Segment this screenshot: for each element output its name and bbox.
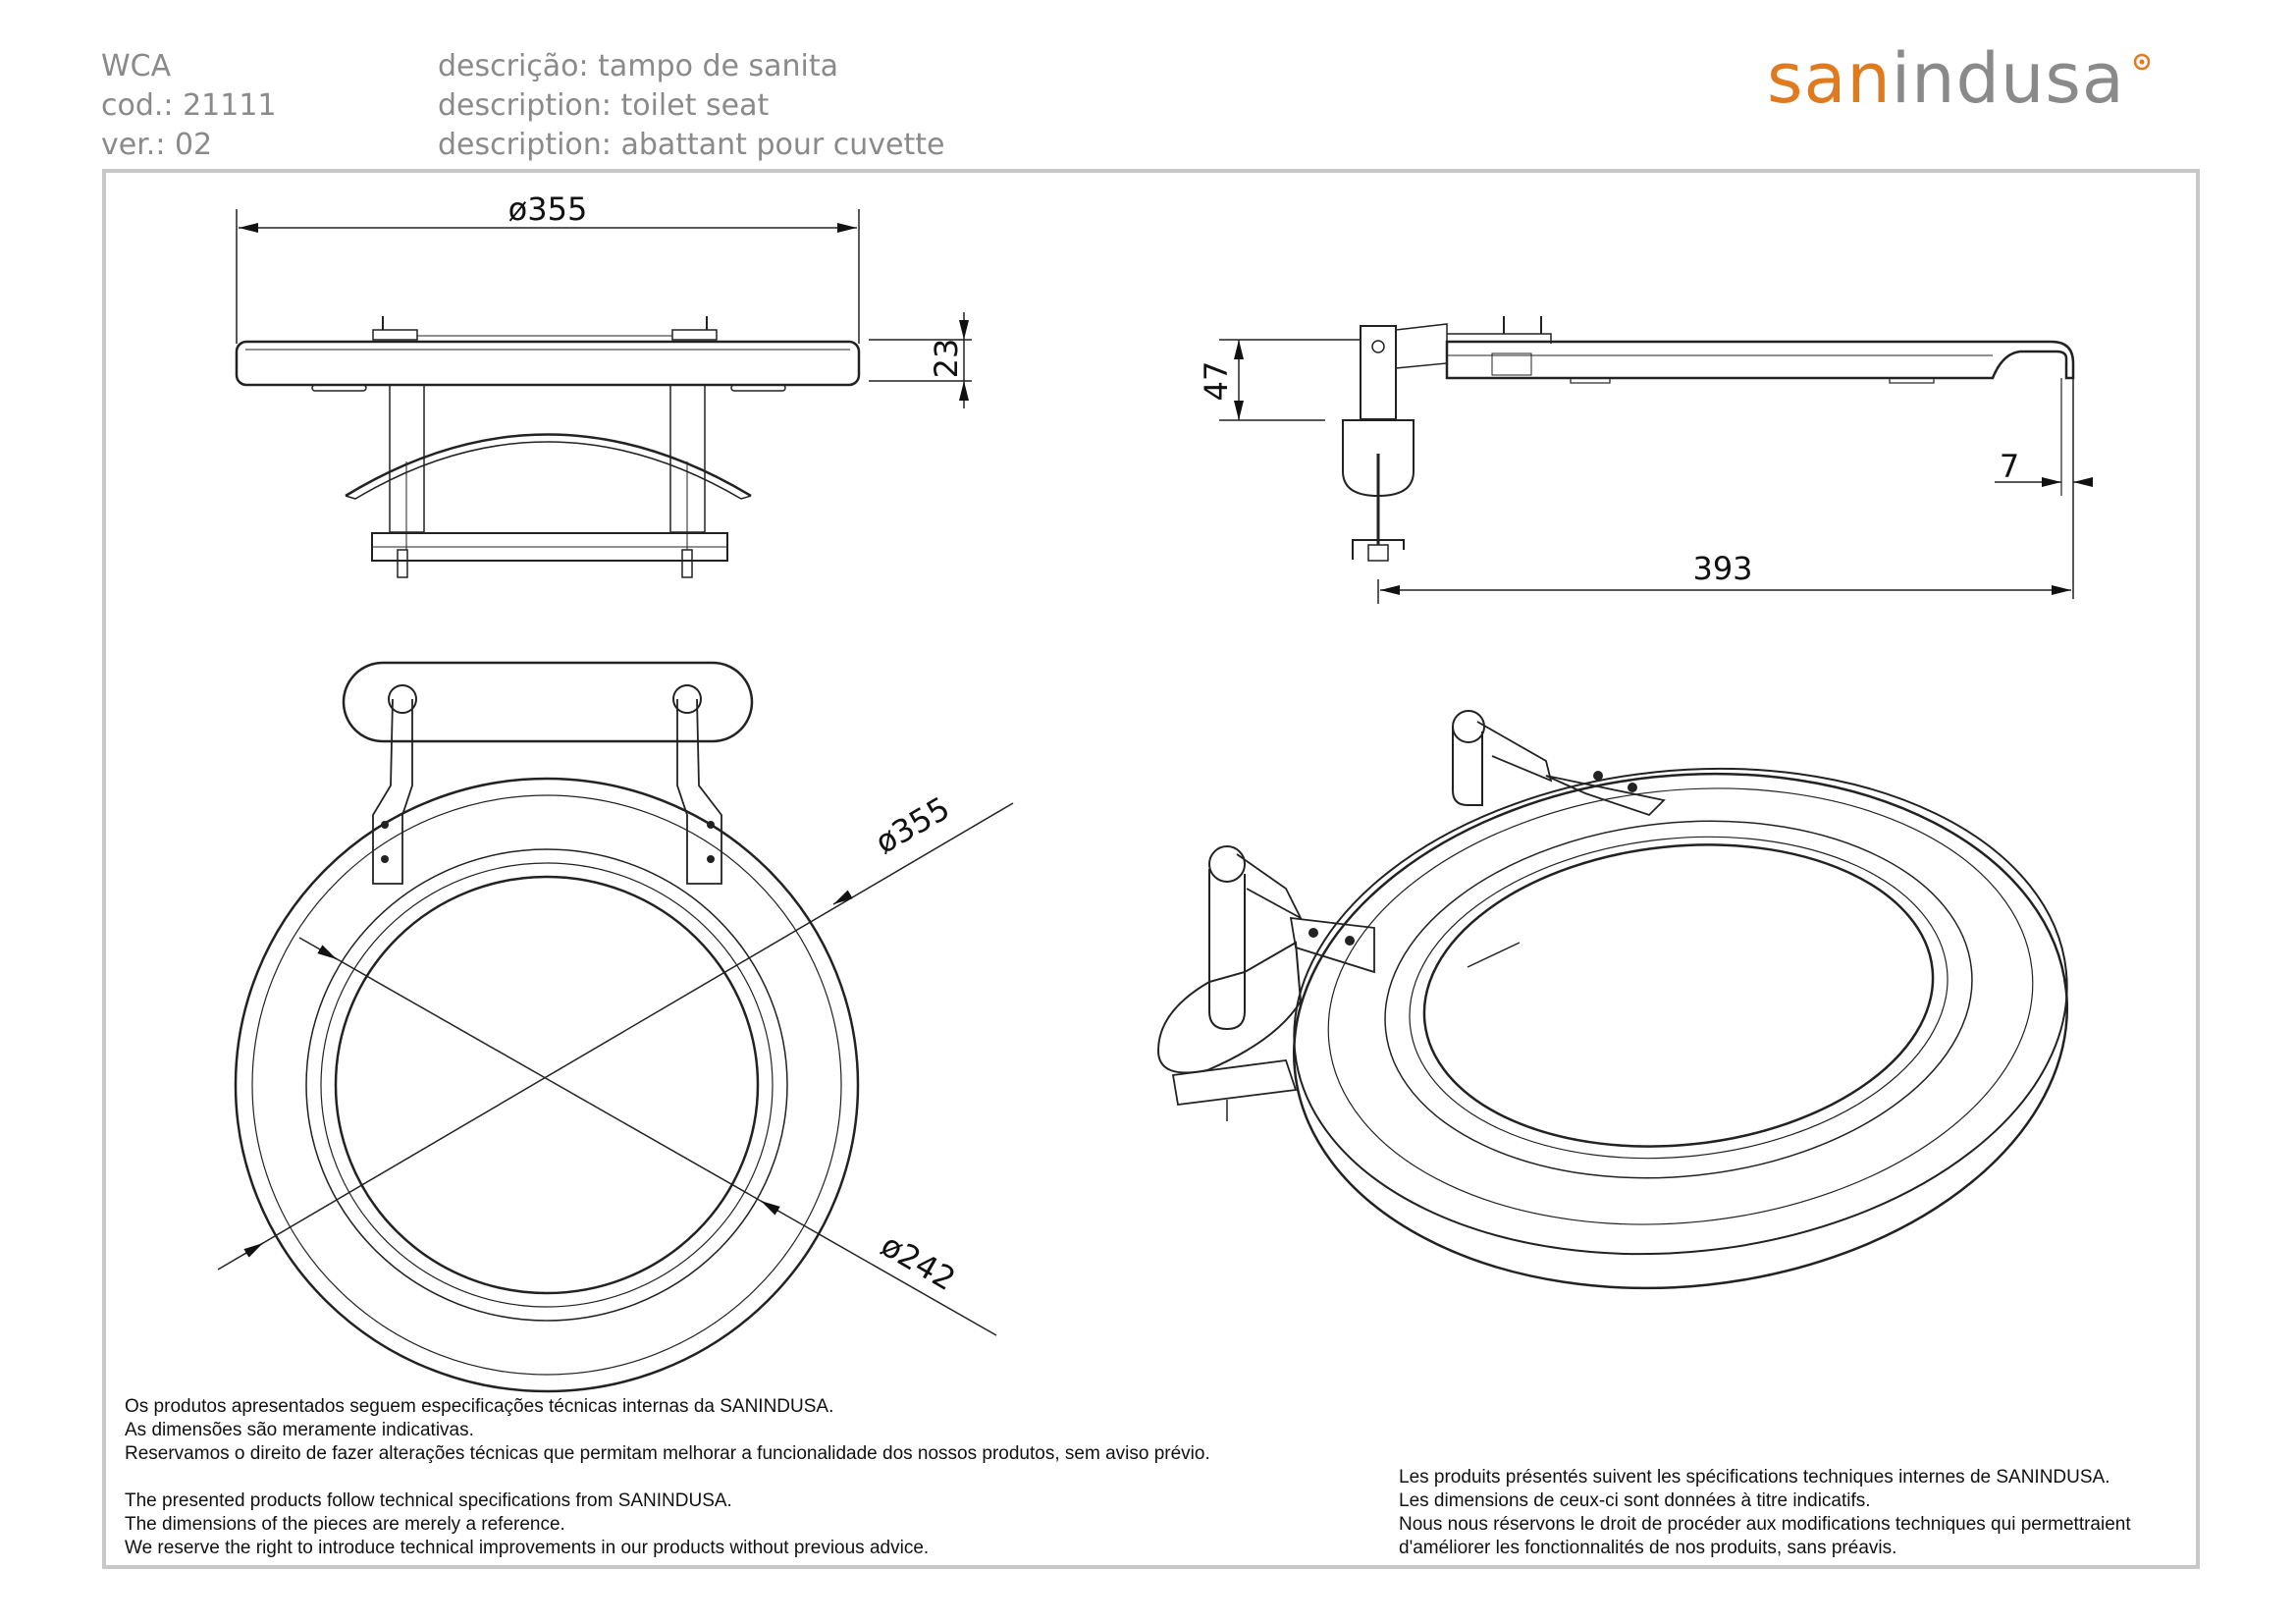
logo-mark-icon xyxy=(2133,53,2150,71)
notes-english: The presented products follow technical … xyxy=(125,1489,929,1560)
dim-depth: 393 xyxy=(1692,550,1752,587)
top-view xyxy=(217,661,1014,1393)
description-en: description: toilet seat xyxy=(438,88,770,123)
description-fr: description: abattant pour cuvette xyxy=(438,128,945,162)
drawing-frame xyxy=(102,169,2200,1569)
note-line: Nous nous réservons le droit de procéder… xyxy=(1399,1514,2131,1535)
dim-top-width: ø355 xyxy=(508,190,588,228)
product-info: WCA cod.: 21111 ver.: 02 xyxy=(101,47,277,165)
note-line: Les produits présentés suivent les spéci… xyxy=(1399,1467,2110,1488)
front-view xyxy=(235,209,972,578)
isometric-view xyxy=(1156,710,2069,1290)
model-name: WCA xyxy=(101,49,172,83)
note-line: The presented products follow technical … xyxy=(125,1490,732,1511)
notes-portuguese: Os produtos apresentados seguem especifi… xyxy=(125,1395,1210,1466)
dim-inner-diameter: ø242 xyxy=(875,1226,962,1298)
dim-outer-diameter: ø355 xyxy=(869,789,956,861)
note-line: Reservamos o direito de fazer alterações… xyxy=(125,1443,1210,1464)
side-view xyxy=(1219,316,2093,604)
product-version: ver.: 02 xyxy=(101,128,213,162)
dim-hinge-height: 47 xyxy=(1198,361,1235,402)
note-line: We reserve the right to introduce techni… xyxy=(125,1538,930,1558)
sanindusa-logo: sanindusa xyxy=(1767,39,2150,118)
product-descriptions: descrição: tampo de sanita description: … xyxy=(438,47,944,165)
dim-thickness: 23 xyxy=(928,339,965,379)
note-line: Les dimensions de ceux-ci sont données à… xyxy=(1399,1490,1871,1511)
dim-overhang: 7 xyxy=(2000,448,2019,485)
description-pt: descrição: tampo de sanita xyxy=(438,49,839,83)
product-code: cod.: 21111 xyxy=(101,88,277,123)
note-line: Os produtos apresentados seguem especifi… xyxy=(125,1396,834,1417)
note-line: As dimensões são meramente indicativas. xyxy=(125,1420,474,1440)
note-line: d'améliorer les fonctionnalités de nos p… xyxy=(1399,1538,1897,1558)
notes-french: Les produits présentés suivent les spéci… xyxy=(1399,1466,2131,1560)
note-line: The dimensions of the pieces are merely … xyxy=(125,1514,565,1535)
